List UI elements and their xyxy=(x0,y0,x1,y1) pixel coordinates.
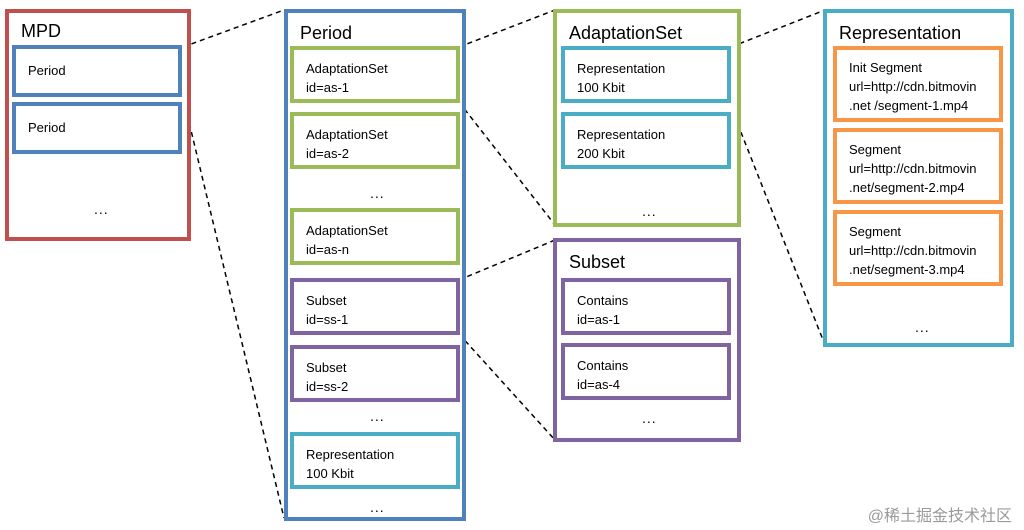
period-adaptationset-2: AdaptationSet id=as-2 xyxy=(290,112,460,169)
connector-representation-top xyxy=(730,9,826,48)
mpd-period-2: Period xyxy=(12,102,182,154)
representation-title: Representation xyxy=(839,23,962,43)
period-subset-1: Subset id=ss-1 xyxy=(290,278,460,335)
connector-adaptationset-top xyxy=(458,9,556,48)
representation-ellipsis: ... xyxy=(915,319,930,335)
connector-representation-bottom xyxy=(730,106,826,346)
connector-adaptationset-bottom xyxy=(458,101,556,226)
period-adaptationset-n: AdaptationSet id=as-n xyxy=(290,208,460,265)
connector-subset-top xyxy=(458,239,556,281)
connector-subset-bottom xyxy=(458,333,556,441)
period-subset-2: Subset id=ss-2 xyxy=(290,345,460,402)
mpd-title: MPD xyxy=(21,21,61,41)
subset-title: Subset xyxy=(569,252,626,272)
period-title: Period xyxy=(300,23,353,43)
subset-box: Subset ... xyxy=(553,238,741,442)
connector-period-top xyxy=(182,9,285,48)
period-ellipsis-3: ... xyxy=(370,499,385,515)
subset-ellipsis: ... xyxy=(642,410,657,426)
adaptationset-representation-1: Representation 100 Kbit xyxy=(561,46,731,103)
adaptationset-representation-2: Representation 200 Kbit xyxy=(561,112,731,169)
representation-segment-3: Segment url=http://cdn.bitmovin .net/seg… xyxy=(833,210,1003,286)
mpd-period-1: Period xyxy=(12,45,182,97)
period-representation: Representation 100 Kbit xyxy=(290,432,460,489)
period-ellipsis-1: ... xyxy=(370,185,385,201)
period-adaptationset-1: AdaptationSet id=as-1 xyxy=(290,46,460,103)
mpd-ellipsis: ... xyxy=(94,201,109,217)
representation-segment-2: Segment url=http://cdn.bitmovin .net/seg… xyxy=(833,128,1003,204)
connector-period-bottom xyxy=(182,96,285,519)
adaptationset-ellipsis: ... xyxy=(642,203,657,219)
watermark: @稀土掘金技术社区 xyxy=(867,508,1012,525)
adaptationset-title: AdaptationSet xyxy=(569,23,683,43)
representation-init-segment: Init Segment url=http://cdn.bitmovin .ne… xyxy=(833,46,1003,122)
subset-contains-1: Contains id=as-1 xyxy=(561,278,731,335)
subset-contains-2: Contains id=as-4 xyxy=(561,343,731,400)
period-ellipsis-2: ... xyxy=(370,408,385,424)
